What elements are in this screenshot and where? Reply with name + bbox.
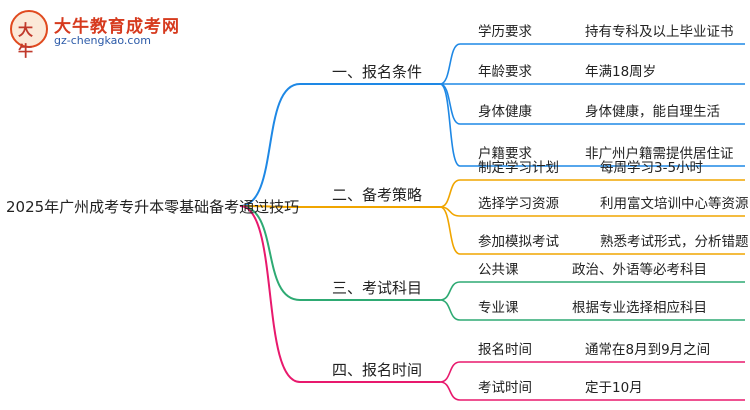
leaf-topic: 身体健康 [478,103,532,120]
logo-title: 大牛教育成考网 [54,17,180,37]
leaf-detail: 年满18周岁 [585,64,656,80]
root-topic: 2025年广州成考专升本零基础备考通过技巧 [6,198,299,216]
leaf-detail: 利用富文培训中心等资源 [600,195,749,212]
leaf-topic: 制定学习计划 [478,160,559,176]
leaf-link [439,43,461,85]
leaf-detail: 熟悉考试形式，分析错题 [600,234,749,250]
logo-url: gz-chengkao.com [54,34,151,47]
logo-icon: 大牛 [10,10,48,60]
leaf-link [439,299,461,321]
branch-study-strategy-link [239,205,301,208]
leaf-link [439,381,461,401]
leaf-detail: 持有专科及以上毕业证书 [585,24,734,40]
leaf-topic: 年龄要求 [478,64,532,80]
leaf-detail: 身体健康，能自理生活 [585,103,720,120]
leaf-topic: 参加模拟考试 [478,233,559,250]
leaf-topic: 公共课 [478,262,519,278]
leaf-link [439,281,461,301]
leaf-link [439,361,461,383]
leaf-topic: 选择学习资源 [478,196,559,212]
leaf-link [439,83,461,167]
leaf-detail: 通常在8月到9月之间 [585,342,710,358]
branch-signup-conditions: 一、报名条件 [332,63,422,81]
leaf-detail: 每周学习3-5小时 [600,160,703,176]
site-logo[interactable]: 大牛 大牛教育成考网 gz-chengkao.com [10,10,180,60]
branch-exam-subjects: 三、考试科目 [332,279,422,297]
leaf-topic: 考试时间 [478,380,532,396]
leaf-topic: 报名时间 [478,342,532,358]
branch-signup-conditions-link [239,83,301,207]
branch-signup-time: 四、报名时间 [332,361,422,379]
branch-study-strategy: 二、备考策略 [332,186,422,204]
branch-signup-time-link [239,205,301,383]
leaf-topic: 专业课 [478,300,519,316]
logo-mark-text: 大牛 [18,21,34,60]
leaf-topic: 学历要求 [478,24,532,40]
leaf-detail: 根据专业选择相应科目 [572,299,707,316]
leaf-topic: 户籍要求 [478,145,532,162]
branch-exam-subjects-link [239,205,301,301]
connector-lines [239,43,745,401]
leaf-detail: 政治、外语等必考科目 [572,261,707,278]
leaf-link [439,206,461,255]
leaf-link [439,179,461,208]
node-labels: 2025年广州成考专升本零基础备考通过技巧 一、报名条件 学历要求 持有专科及以上毕业… [6,24,749,396]
leaf-detail: 非广州户籍需提供居住证 [585,145,734,162]
leaf-detail: 定于10月 [585,380,643,396]
